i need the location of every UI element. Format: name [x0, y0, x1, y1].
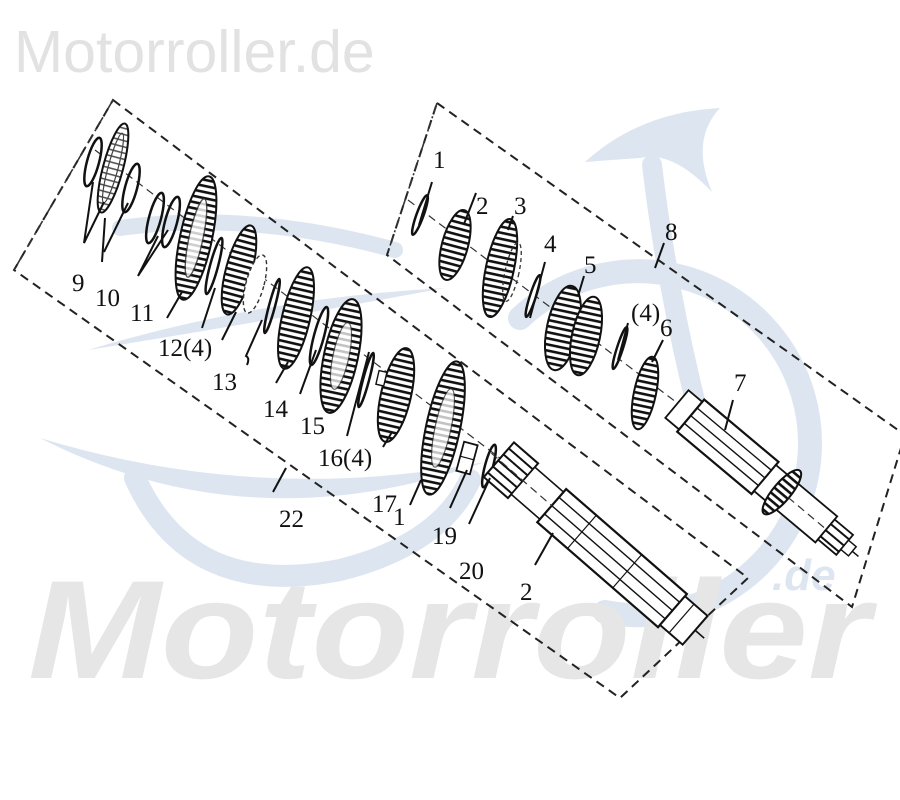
bushing-19	[455, 440, 479, 476]
label-5: 5	[584, 252, 597, 279]
label-13: 13	[212, 369, 237, 396]
washer-4b	[611, 325, 629, 371]
label-1: 1	[433, 147, 446, 174]
leader-lines	[83, 181, 734, 566]
ring-pair-b	[160, 195, 182, 249]
watermark-top-text: Motorroller.de	[14, 19, 375, 85]
label-2: 2	[476, 193, 489, 220]
gear-2	[438, 209, 472, 281]
label-10: 10	[95, 285, 120, 312]
label-6: 6	[660, 315, 673, 342]
left-group-labels: 9 10 11 12(4) 13 14 15 16(4) 17 1 19 20 …	[72, 270, 533, 606]
ring-pair-a	[144, 191, 166, 245]
watermark-bottom-text: Motorroller	[28, 551, 877, 708]
hub-12	[242, 254, 268, 314]
label-22: 22	[279, 506, 304, 533]
watermark-de-text: .de	[772, 551, 836, 600]
left-group-frame	[12, 98, 750, 700]
gear-3	[481, 218, 519, 318]
mainshaft-7	[664, 389, 859, 557]
label-8: 8	[665, 219, 678, 246]
label-4-qty: (4)	[631, 300, 660, 327]
hub-3	[502, 241, 522, 303]
gear-15	[319, 298, 363, 414]
label-19: 19	[432, 523, 457, 550]
label-2-countershaft: 2	[520, 579, 533, 606]
gear-5b	[568, 295, 604, 377]
left-frame-edge	[13, 99, 114, 271]
label-20: 20	[459, 558, 484, 585]
ring-9	[83, 136, 103, 188]
countershaft-2	[482, 440, 709, 647]
label-17: 17	[372, 491, 397, 518]
gear-11	[174, 175, 218, 301]
label-7: 7	[734, 370, 747, 397]
label-12-4: 12(4)	[158, 335, 212, 362]
label-18-partial: 1	[393, 504, 406, 531]
label-14: 14	[263, 396, 289, 423]
label-9: 9	[72, 270, 85, 297]
label-16-4: 16(4)	[318, 445, 372, 472]
right-frame-edge	[386, 102, 438, 256]
right-group-parts	[410, 193, 859, 557]
watermark-logo	[40, 108, 822, 628]
gear-17	[420, 360, 466, 496]
gear-6	[630, 355, 660, 431]
left-group-parts	[83, 122, 709, 647]
right-group-frame	[385, 101, 900, 609]
washer-12	[204, 236, 224, 296]
washer-16	[356, 351, 376, 409]
right-group-labels: 1 2 3 4 5 8 (4) 6 7	[433, 147, 747, 397]
label-4: 4	[544, 231, 557, 258]
label-15: 15	[300, 413, 325, 440]
label-11: 11	[130, 300, 154, 327]
label-3: 3	[514, 193, 527, 220]
washer-13	[262, 277, 282, 335]
